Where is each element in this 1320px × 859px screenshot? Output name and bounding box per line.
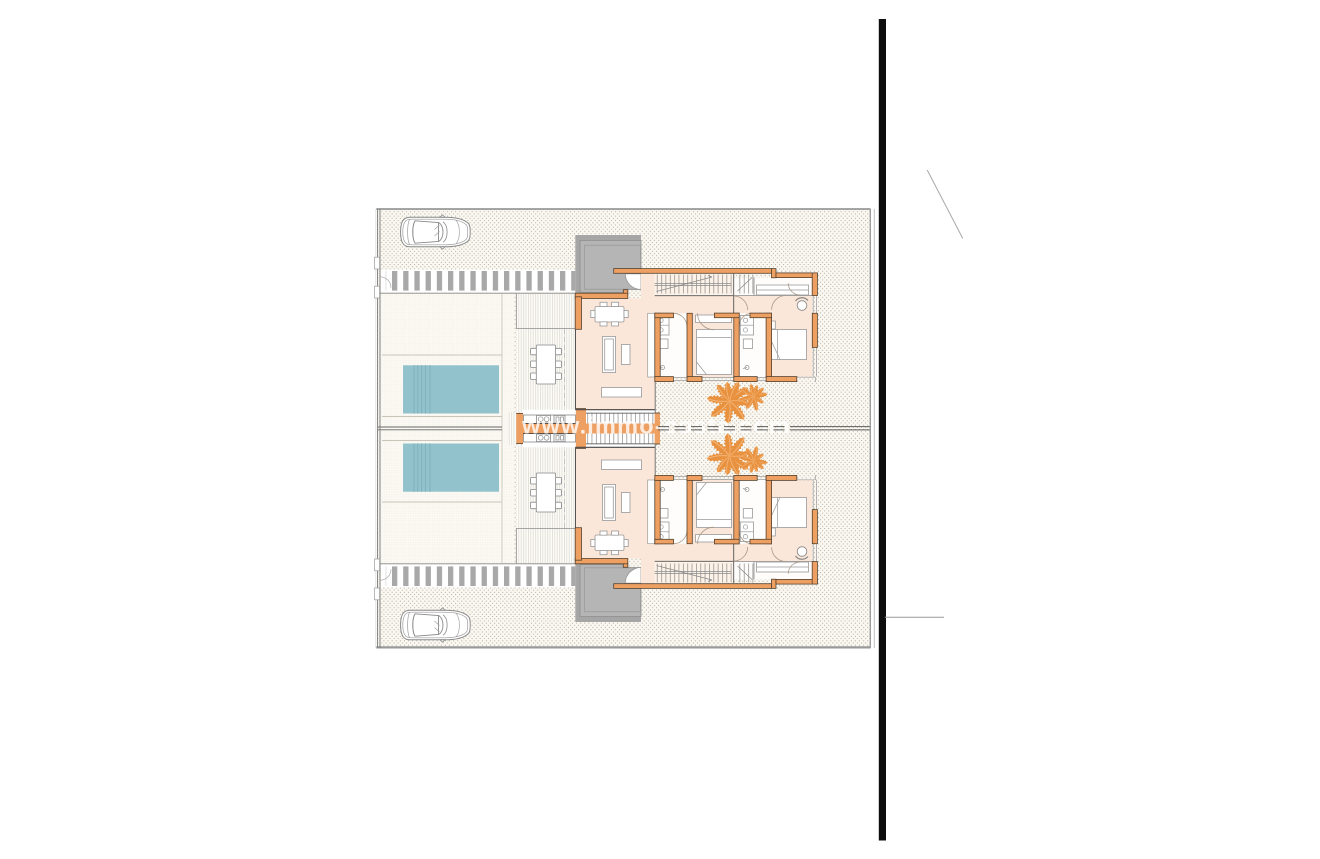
svg-text:www.immo-costa.com: www.immo-costa.com bbox=[521, 413, 791, 439]
